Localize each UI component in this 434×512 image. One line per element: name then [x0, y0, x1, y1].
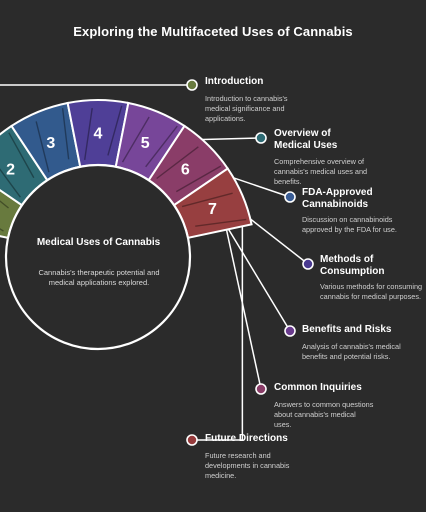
stage-6-dot [255, 383, 267, 395]
stage-7-title: Future Directions [205, 433, 288, 444]
stage-6-description: Answers to common questions about cannab… [274, 400, 374, 429]
stage-2-number: 2 [6, 161, 15, 178]
stage-1-dot [186, 79, 198, 91]
stage-dots [186, 79, 314, 446]
stage-numbers: 1234567 [6, 126, 217, 219]
stage-7-dot [186, 434, 198, 446]
stage-2-dot [255, 132, 267, 144]
stage-7-number: 7 [208, 201, 217, 218]
center-description: Cannabis's therapeutic potential and med… [38, 268, 160, 287]
page-title: Exploring the Multifaceted Uses of Canna… [73, 24, 353, 39]
stage-1-texture [0, 200, 9, 232]
stage-4-texture [84, 105, 123, 161]
stage-5-title: Benefits and Risks [302, 324, 392, 335]
stage-5-dot [284, 325, 296, 337]
stage-3-title: FDA-Approved Cannabinoids [302, 187, 373, 210]
stage-4-title: Methods of Consumption [320, 254, 385, 277]
stage-2-description: Comprehensive overview of cannabis's med… [274, 157, 368, 186]
stage-4-dot [302, 258, 314, 270]
stage-6-texture [156, 146, 222, 193]
stage-2-texture [0, 132, 35, 198]
stage-7-connector [192, 195, 244, 441]
stage-7-description: Future research and developments in cann… [205, 451, 290, 480]
stage-5-number: 5 [141, 135, 150, 152]
center-title: Medical Uses of Cannabis [36, 237, 161, 248]
stage-3-dot [284, 191, 296, 203]
stage-4-number: 4 [94, 126, 103, 143]
stage-1-title: Introduction [205, 76, 264, 87]
stage-2-title: Overview of Medical Uses [274, 128, 338, 151]
stage-6-title: Common Inquiries [274, 382, 362, 393]
stage-5-texture [121, 116, 178, 168]
stage-6-number: 6 [181, 161, 190, 178]
stage-5-description: Analysis of cannabis's medical benefits … [302, 342, 401, 361]
stage-1-connector [0, 84, 192, 86]
stage-7-texture [181, 192, 247, 227]
stage-3-description: Discussion on cannabinoids approved by t… [302, 215, 397, 234]
stage-3-texture [35, 108, 70, 173]
stage-3-number: 3 [46, 135, 55, 152]
center-circle [4, 163, 192, 351]
stage-4-description: Various methods for consuming cannabis f… [320, 282, 423, 301]
stage-1-description: Introduction to cannabis's medical signi… [205, 94, 288, 123]
